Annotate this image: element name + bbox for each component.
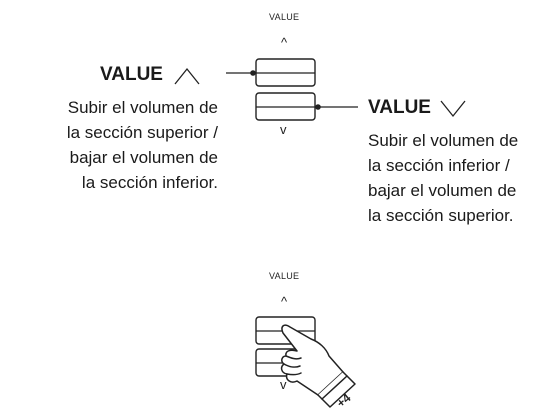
pressing-hand-icon <box>280 324 356 408</box>
value-up-title: VALUE <box>100 64 163 86</box>
value-down-title-text: VALUE <box>368 97 431 118</box>
top-down-symbol: v <box>280 122 287 137</box>
value-down-title: VALUE <box>368 97 431 119</box>
bottom-panel-header: VALUE <box>269 271 300 281</box>
top-up-symbol: ^ <box>281 35 288 50</box>
top-panel-header: VALUE <box>269 12 300 22</box>
value-up-desc-line: Subir el volumen de <box>67 98 218 117</box>
value-up-description: Subir el volumen de la sección superior … <box>20 95 218 195</box>
value-up-desc-line: la sección inferior. <box>81 173 218 192</box>
value-up-arrow-icon <box>174 67 200 85</box>
value-down-desc-line: la sección superior. <box>368 206 514 225</box>
value-down-leader-dot <box>315 104 321 110</box>
value-up-leader-dot <box>250 70 256 76</box>
value-up-desc-line: la sección superior / <box>66 123 218 142</box>
value-down-desc-line: la sección inferior / <box>368 156 510 175</box>
bottom-up-symbol: ^ <box>281 294 288 309</box>
value-up-desc-line: bajar el volumen de <box>69 148 218 167</box>
value-down-arrow-icon <box>440 100 466 118</box>
value-down-desc-line: bajar el volumen de <box>368 181 517 200</box>
value-down-desc-line: Subir el volumen de <box>368 131 519 150</box>
value-down-description: Subir el volumen de la sección inferior … <box>368 128 518 228</box>
bottom-down-symbol: v <box>280 377 287 392</box>
value-up-title-text: VALUE <box>100 64 163 85</box>
